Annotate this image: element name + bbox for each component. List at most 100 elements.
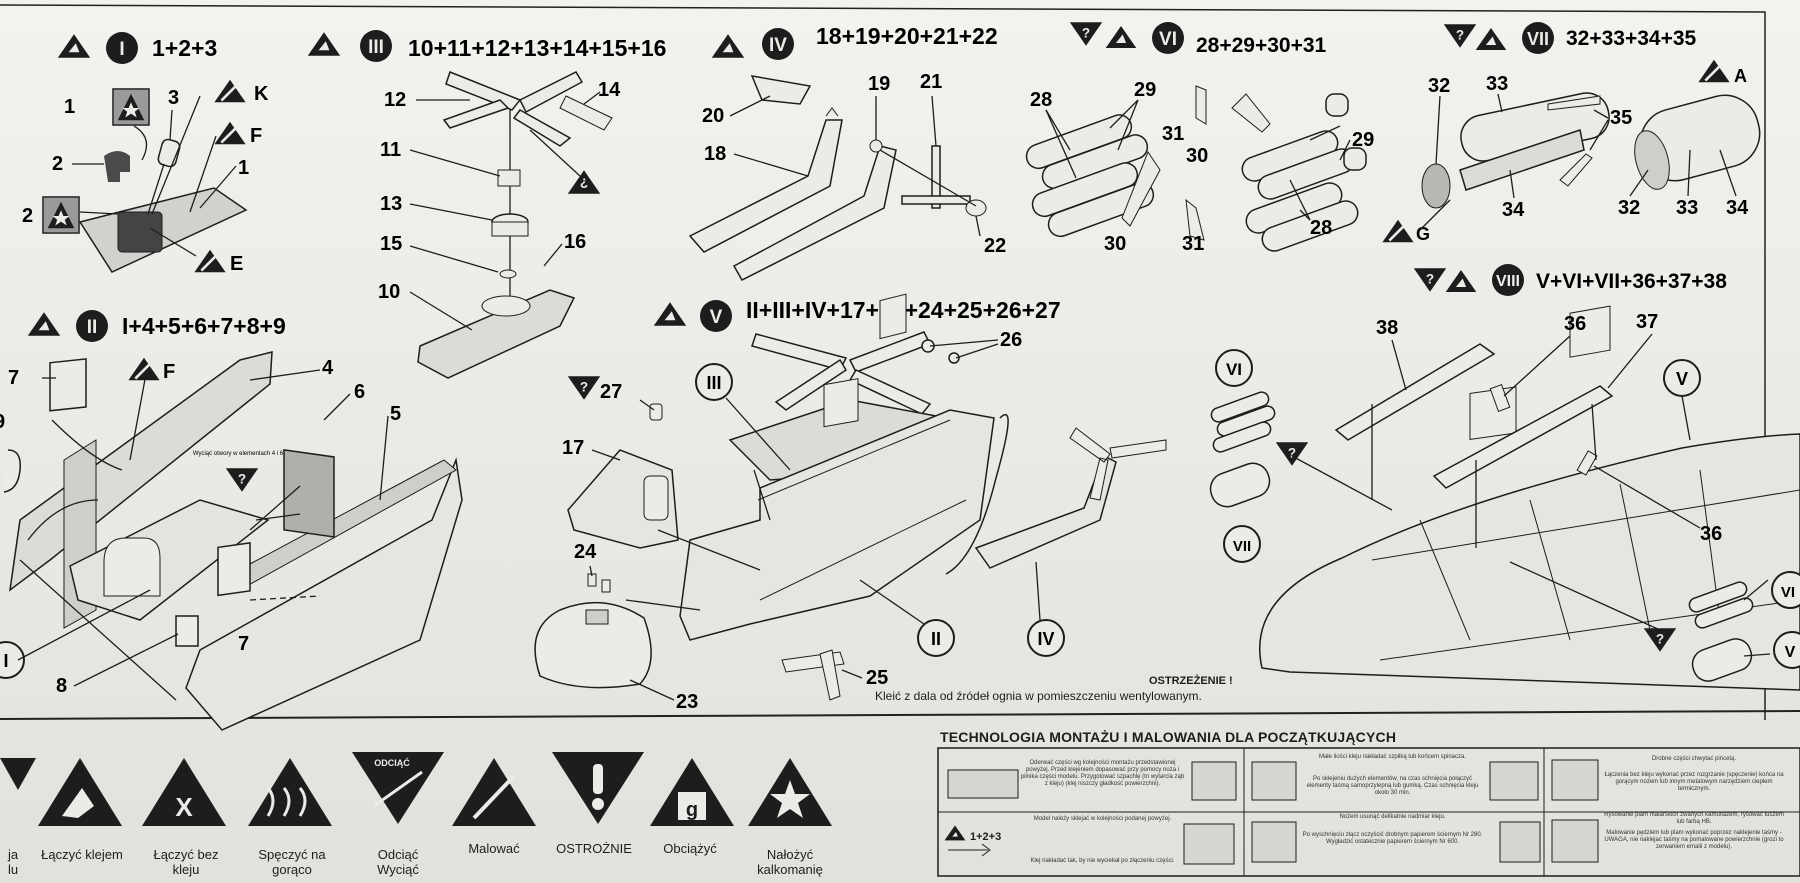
tip-text: Rysowanie plam malarskich zwanych kamufl… — [1604, 812, 1784, 825]
step-number: II — [87, 317, 98, 338]
callout: 6 — [354, 381, 365, 403]
callout: 29 — [1134, 79, 1156, 101]
decal-star-icon — [42, 196, 80, 234]
callout: 13 — [380, 193, 402, 215]
paint-label: F — [250, 125, 262, 147]
part-34 — [1459, 129, 1585, 191]
legend-icons: X ODCIĄĆ g — [0, 752, 832, 826]
part-5 — [185, 457, 463, 731]
weight-glyph: g — [686, 799, 698, 821]
callout: 1 — [238, 157, 249, 179]
callout: 12 — [384, 89, 406, 111]
part-10 — [417, 289, 576, 379]
legend-label-paint: Malować — [468, 841, 520, 856]
part-14 — [559, 95, 613, 131]
paint-label: E — [230, 253, 243, 275]
caution-icon — [1413, 268, 1447, 292]
part-28 — [1025, 114, 1359, 252]
legend-label-glue: Łączyć klejem — [41, 847, 123, 862]
part-iv-tail — [974, 454, 1117, 569]
glue-icon — [57, 34, 91, 58]
callout: 16 — [564, 231, 586, 253]
part-15 — [499, 269, 517, 279]
part-6 — [283, 449, 335, 538]
subassembly-ref: VI — [1781, 584, 1795, 601]
tip-text: Oderwać części wg kolejności montażu prz… — [1020, 760, 1185, 787]
technology-title: TECHNOLOGIA MONTAŻU I MALOWANIA DLA POCZ… — [940, 729, 1397, 745]
tip-text: Po wyschnięciu złącz oczyścić drobnym pa… — [1302, 832, 1483, 845]
tip-text: Małe ilości kleju nakładać szpilką lub k… — [1318, 754, 1467, 760]
legend-label-caution: OSTROŻNIE — [556, 841, 632, 856]
callout: 1 — [64, 96, 75, 118]
step-2: II I+4+5+6+7+8+9 I F Wyciąć otwory w ele… — [0, 310, 463, 731]
callout: 32 — [1428, 75, 1450, 97]
callout: 2 — [52, 153, 63, 175]
callout: 35 — [1610, 107, 1632, 129]
subassembly-ref: VII — [1233, 538, 1251, 555]
subassembly-ref: V — [1785, 644, 1796, 661]
paint-label: K — [254, 83, 269, 105]
paint-label: A — [1734, 66, 1747, 86]
callout: 15 — [380, 233, 402, 255]
part-7 — [49, 358, 87, 412]
step-number: V — [710, 307, 723, 328]
callout: 31 — [1182, 233, 1204, 255]
callout: 37 — [1636, 311, 1658, 333]
caution-icon — [1069, 22, 1103, 46]
part-37 — [1432, 385, 1614, 489]
caution-icon — [567, 376, 601, 400]
callout: 36 — [1700, 523, 1722, 545]
decal-star-icon — [112, 88, 150, 126]
tip-text: Po sklejeniu dużych elementów, na czas s… — [1306, 776, 1479, 796]
step-number: VI — [1159, 29, 1177, 50]
part-29 — [1325, 93, 1367, 171]
callout: 18 — [704, 143, 726, 165]
legend-label-cut: Odciąć Wyciąć — [377, 847, 419, 877]
callout: 36 — [1564, 313, 1586, 335]
subassembly-ref: II — [931, 629, 941, 649]
legend-label-decal: Nałożyć kalkomanię — [757, 847, 823, 877]
part-35 — [1547, 95, 1601, 187]
callout: 7 — [238, 633, 249, 655]
note-text: Wyciąć otwory w elementach 4 i 6 — [193, 451, 284, 457]
part-11 — [497, 169, 521, 187]
technology-panel: 1+2+3 — [937, 747, 1800, 877]
subassembly-ref: IV — [1037, 629, 1054, 649]
step-1: I 1+2+3 K F E 1 1 2 2 3 — [22, 32, 269, 275]
caution-icon — [567, 170, 601, 194]
part-ii-fuselage — [679, 409, 995, 641]
legend-label-weight: Obciążyć — [663, 841, 717, 856]
callout: 32 — [1618, 197, 1640, 219]
glue-icon — [1105, 25, 1137, 49]
paint-label: F — [163, 361, 175, 383]
legend-divider — [0, 710, 1800, 720]
callout: 5 — [390, 403, 401, 425]
callout: 33 — [1676, 197, 1698, 219]
callout: 9 — [0, 411, 5, 433]
glue-icon — [711, 34, 745, 58]
caution-icon — [225, 468, 259, 492]
callout: 11 — [380, 139, 401, 161]
part-38 — [1334, 343, 1496, 441]
part-20 — [750, 75, 812, 105]
paint-icon — [127, 356, 161, 382]
legend-label-no-glue: Łączyć bez kleju — [153, 847, 219, 877]
callout: 21 — [920, 71, 942, 93]
tip-text: Nożem usunąć delikatnie nadmiar kleju. — [1339, 814, 1446, 820]
glue-icon — [653, 302, 687, 326]
part-12 — [442, 71, 584, 147]
callout: 30 — [1104, 233, 1126, 255]
legend-cut-line: ja — [8, 847, 19, 862]
subassembly-ref: I — [3, 651, 8, 671]
tip-text: Klej nakładać tak, by nie wyciekał po zł… — [1030, 858, 1175, 864]
legend-cut-line: lu — [8, 862, 19, 877]
svg-text:X: X — [175, 792, 193, 822]
step-7: VII 32+33+34+35 A G 32 32 33 33 34 34 35 — [1381, 22, 1761, 244]
part-9 — [3, 449, 21, 493]
callout: 14 — [598, 79, 621, 101]
glue-icon — [307, 32, 341, 56]
step-number: VII — [1527, 29, 1549, 49]
part-17 — [567, 449, 679, 549]
